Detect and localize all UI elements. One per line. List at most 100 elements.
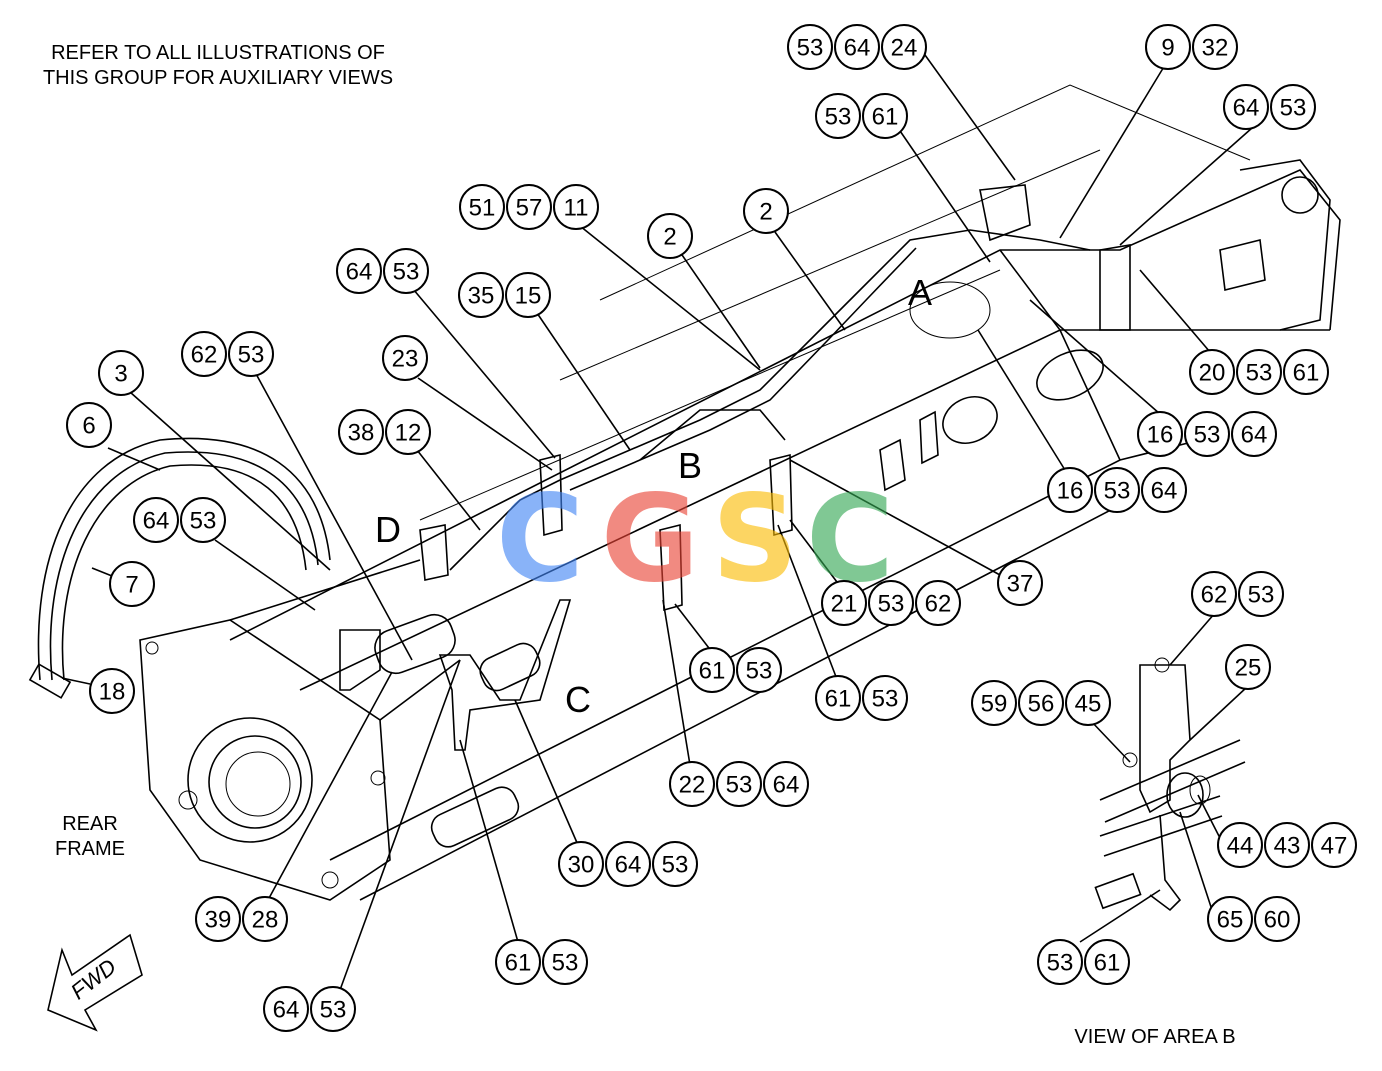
callout-number: 39 — [205, 907, 232, 934]
callout-number: 61 — [1094, 950, 1121, 977]
callout-bubble — [1236, 349, 1282, 395]
callout-number: 6 — [82, 413, 95, 440]
callout-number: 53 — [797, 35, 824, 62]
callout-bubble — [815, 93, 861, 139]
callout-number: 53 — [238, 342, 265, 369]
callout-bubble — [647, 213, 693, 259]
callout-bubble — [868, 580, 914, 626]
callout-number: 53 — [1104, 478, 1131, 505]
callout-bubble — [98, 350, 144, 396]
callout-bubble — [385, 409, 431, 455]
callout-bubble — [1264, 822, 1310, 868]
watermark-letter-s: S — [712, 471, 798, 610]
callout-bubble — [458, 272, 504, 318]
callout-number: 62 — [1201, 582, 1228, 609]
callout-bubble — [915, 580, 961, 626]
callout-bubble — [1084, 939, 1130, 985]
callout-number: 2 — [663, 224, 676, 251]
callout-number: 61 — [505, 950, 532, 977]
callout-number: 53 — [552, 950, 579, 977]
callout-number: 9 — [1161, 35, 1174, 62]
callout-bubble — [1283, 349, 1329, 395]
auxiliary-note-line-1: REFER TO ALL ILLUSTRATIONS OF — [51, 42, 385, 64]
callout-number: 37 — [1007, 571, 1034, 598]
callout-bubble — [1223, 84, 1269, 130]
callout-number: 16 — [1147, 422, 1174, 449]
callout-number: 59 — [981, 691, 1008, 718]
callout-11: 3 — [98, 350, 144, 396]
callout-13: 6 — [66, 402, 112, 448]
callout-10: 23 — [382, 335, 428, 381]
callout-bubble — [195, 896, 241, 942]
callout-bubble — [228, 331, 274, 377]
callout-number: 53 — [1280, 95, 1307, 122]
callout-number: 12 — [395, 420, 422, 447]
callout-bubble — [1254, 896, 1300, 942]
callout-number: 61 — [1293, 360, 1320, 387]
callout-31: 59 56 45 — [971, 680, 1111, 726]
callout-16: 18 — [89, 668, 135, 714]
callout-number: 15 — [515, 283, 542, 310]
callout-number: 2 — [759, 199, 772, 226]
callout-30: 25 — [1225, 644, 1271, 690]
callout-bubble — [1184, 411, 1230, 457]
watermark-letter-c1: C — [496, 471, 584, 610]
callout-number: 25 — [1235, 655, 1262, 682]
callout-number: 7 — [125, 572, 138, 599]
callout-bubble — [716, 761, 762, 807]
callout-bubble — [689, 647, 735, 693]
callout-number: 53 — [393, 259, 420, 286]
callout-number: 53 — [1248, 582, 1275, 609]
callout-number: 53 — [1194, 422, 1221, 449]
callout-number: 11 — [564, 195, 589, 222]
callout-number: 20 — [1199, 360, 1226, 387]
callout-number: 53 — [1047, 950, 1074, 977]
callout-bubble — [1225, 644, 1271, 690]
callout-bubble — [558, 841, 604, 887]
callout-number: 61 — [699, 658, 726, 685]
callout-bubble — [506, 184, 552, 230]
callout-number: 64 — [844, 35, 871, 62]
callout-1: 9 32 — [1145, 24, 1238, 70]
callout-number: 38 — [348, 420, 375, 447]
callout-number: 64 — [1233, 95, 1260, 122]
callout-bubble — [815, 675, 861, 721]
callout-bubble — [383, 248, 429, 294]
callout-bubble — [542, 939, 588, 985]
callout-number: 32 — [1202, 35, 1229, 62]
callout-5: 2 — [647, 213, 693, 259]
callout-bubble — [669, 761, 715, 807]
callout-bubble — [382, 335, 428, 381]
watermark-letter-g: G — [601, 471, 700, 610]
callout-bubble — [997, 560, 1043, 606]
callout-20: 37 — [997, 560, 1043, 606]
callout-bubble — [1145, 24, 1191, 70]
callout-number: 56 — [1028, 691, 1055, 718]
callout-bubble — [1311, 822, 1357, 868]
callout-bubble — [1189, 349, 1235, 395]
callout-bubble — [652, 841, 698, 887]
callout-bubble — [605, 841, 651, 887]
view-of-area-b-caption: VIEW OF AREA B — [1074, 1026, 1235, 1048]
callout-number: 45 — [1075, 691, 1102, 718]
callout-bubble — [862, 675, 908, 721]
callout-bubble — [1217, 822, 1263, 868]
callout-bubble — [242, 896, 288, 942]
callout-number: 60 — [1264, 907, 1291, 934]
callout-number: 53 — [1246, 360, 1273, 387]
area-label-b: B — [678, 445, 702, 486]
callout-bubble — [89, 668, 135, 714]
callout-bubble — [338, 409, 384, 455]
